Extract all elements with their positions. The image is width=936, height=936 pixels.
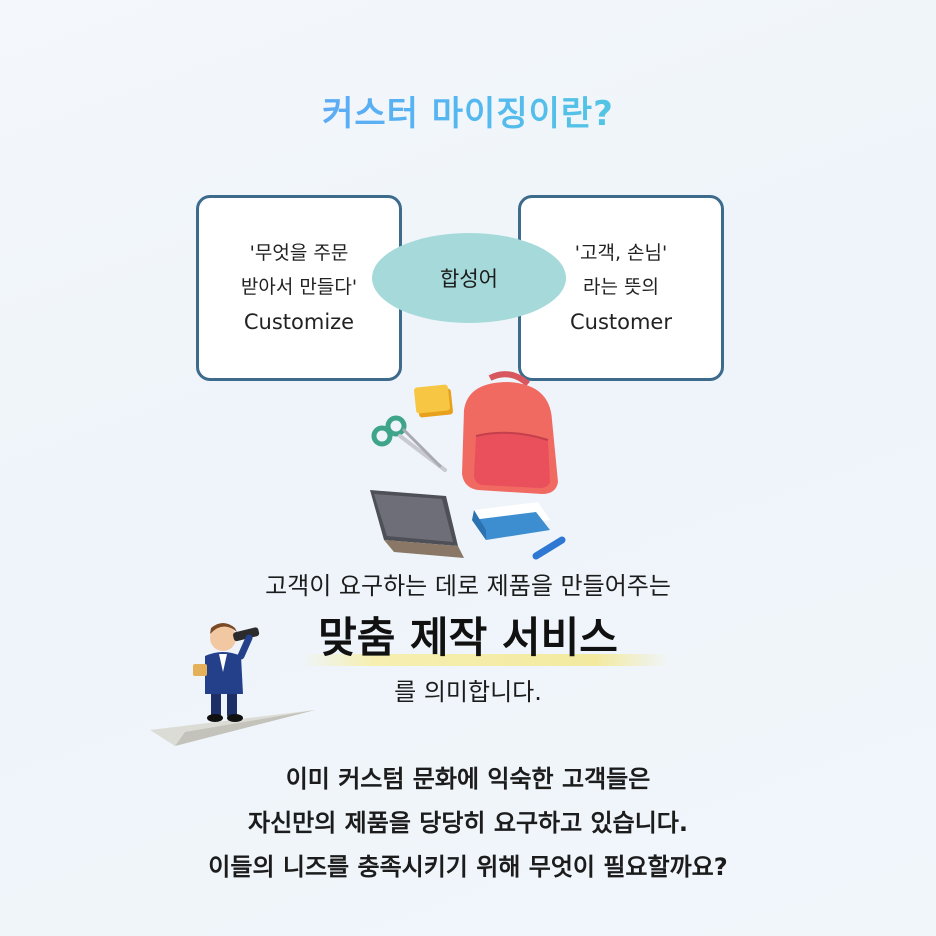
- paragraph-line-2: 자신만의 제품을 당당히 요구하고 있습니다.: [248, 809, 688, 837]
- customize-line-1: '무엇을 주문: [249, 242, 349, 264]
- compound-word-label: 합성어: [440, 267, 498, 291]
- paper-plane-icon: [150, 710, 315, 746]
- book-icon: [472, 502, 550, 540]
- customer-word: Customer: [569, 310, 672, 334]
- description-highlight: 맞춤 제작 서비스: [318, 613, 618, 662]
- customer-line-1: '고객, 손님': [574, 242, 668, 264]
- closing-paragraph: 이미 커스텀 문화에 익숙한 고객들은 자신만의 제품을 당당히 요구하고 있습…: [0, 757, 936, 889]
- pencil-icon: [532, 536, 566, 560]
- description-line-2: 를 의미합니다.: [394, 678, 542, 706]
- description-line-1: 고객이 요구하는 데로 제품을 만들어주는: [265, 572, 671, 600]
- scissors-icon: [371, 415, 447, 472]
- customization-items-illustration: [370, 371, 566, 560]
- businessman-illustration: [150, 623, 315, 746]
- customize-line-2: 받아서 만들다': [240, 276, 358, 298]
- page-title: 커스터 마이징이란?: [0, 86, 936, 135]
- paragraph-line-3: 이들의 니즈를 충족시키기 위해 무엇이 필요할까요?: [208, 853, 728, 881]
- businessman-with-telescope-icon: [193, 623, 260, 722]
- tablet-icon: [370, 490, 464, 558]
- backpack-icon: [462, 371, 558, 494]
- highlight-underline: [300, 654, 670, 666]
- customer-line-2: 라는 뜻의: [583, 276, 659, 298]
- compound-word-ellipse: 합성어: [372, 233, 566, 323]
- paragraph-line-1: 이미 커스텀 문화에 익숙한 고객들은: [285, 765, 651, 793]
- customize-word: Customize: [243, 310, 355, 334]
- customize-box: '무엇을 주문 받아서 만들다' Customize: [196, 195, 402, 381]
- sticky-note-icon: [414, 384, 453, 418]
